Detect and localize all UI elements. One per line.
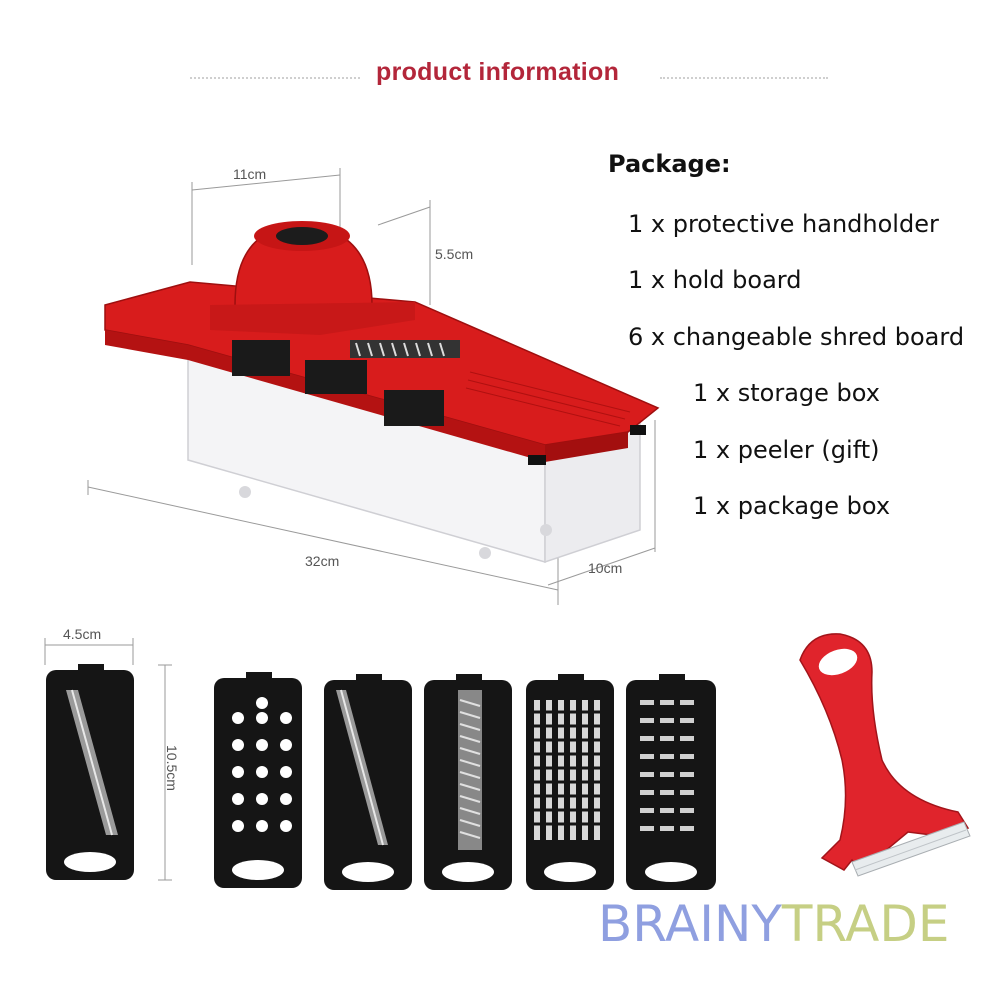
package-item: 1 x peeler (gift) — [693, 436, 880, 464]
title-divider-left — [190, 77, 360, 79]
dimension-depth-label: 10cm — [588, 560, 623, 576]
package-item: 1 x protective handholder — [628, 210, 939, 238]
peeler — [799, 633, 971, 877]
dimension-height-label: 5.5cm — [435, 246, 474, 262]
package-item: 1 x hold board — [628, 266, 802, 294]
page-title: product information — [376, 58, 620, 86]
dimension-length-label: 32cm — [305, 553, 340, 569]
package-heading: Package: — [608, 150, 731, 178]
dimension-blade-length-label: 10.5cm — [164, 745, 180, 791]
blade-board-1 — [46, 664, 134, 880]
blade-board-6 — [626, 674, 716, 890]
package-list: Package: — [608, 150, 998, 178]
dimension-blade-width-label: 4.5cm — [63, 626, 102, 642]
title-row: product information — [0, 52, 1000, 96]
package-item: 6 x changeable shred board — [628, 323, 965, 351]
title-divider-right — [660, 77, 828, 79]
blade-board-2 — [214, 672, 302, 888]
slicer-top — [104, 221, 660, 465]
watermark-part-2: TRADE — [781, 895, 950, 953]
package-item: 1 x storage box — [693, 379, 880, 407]
blade-board-4 — [424, 674, 512, 890]
watermark-part-1: BRAINY — [598, 895, 782, 953]
blade-board-3 — [324, 674, 412, 890]
blade-board-5 — [526, 674, 614, 890]
dimension-lines — [44, 168, 656, 881]
package-item: 1 x package box — [693, 492, 891, 520]
brand-watermark: BRAINYTRADE — [598, 895, 949, 953]
dimension-width-label: 11cm — [233, 166, 267, 182]
